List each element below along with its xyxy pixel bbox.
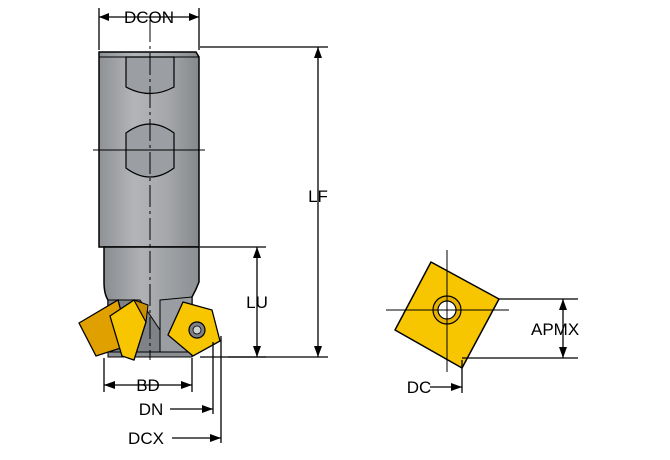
lf-label: LF — [308, 187, 328, 206]
dcon-dimension — [98, 8, 200, 50]
bd-dimension — [103, 358, 193, 392]
lu-label: LU — [246, 293, 268, 312]
dc-label: DC — [407, 378, 432, 397]
right-insert — [167, 301, 221, 357]
lu-dimension — [200, 246, 266, 358]
dn-dimension — [170, 342, 214, 414]
dn-label: DN — [139, 400, 164, 419]
apmx-dimension — [462, 298, 578, 359]
dcx-label: DCX — [128, 429, 164, 448]
bd-label: BD — [136, 376, 160, 395]
left-insert — [78, 299, 149, 361]
dcon-label: DCON — [124, 8, 174, 27]
dc-dimension — [430, 360, 463, 393]
dcx-dimension — [172, 336, 222, 443]
tool-centerline — [93, 20, 205, 360]
square-insert-detail — [386, 250, 509, 372]
apmx-label: APMX — [531, 320, 579, 339]
